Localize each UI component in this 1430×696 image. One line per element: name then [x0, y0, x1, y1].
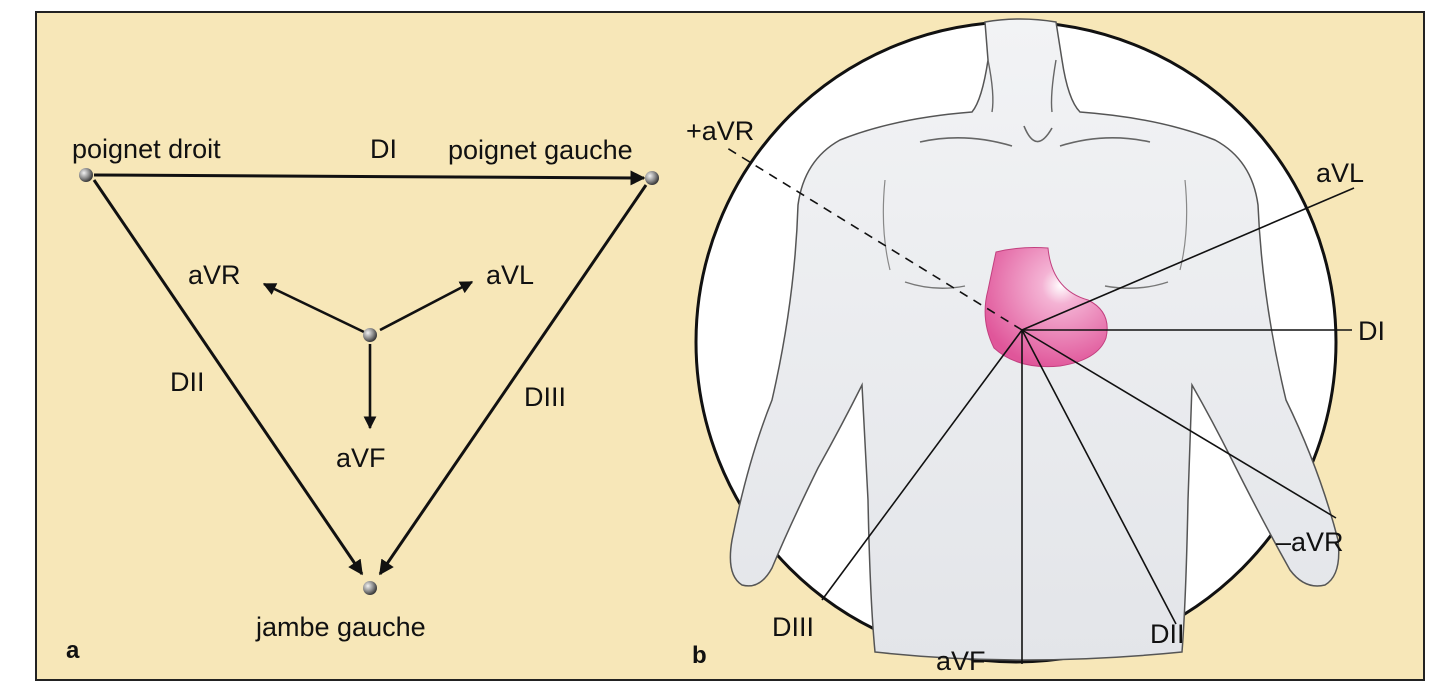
- label-left-leg: jambe gauche: [255, 612, 426, 642]
- panel-b-label: b: [692, 642, 707, 669]
- panel-b: +aVR aVL DI –aVR DII aVF DIII: [686, 18, 1385, 676]
- vector-avr: [262, 282, 365, 334]
- heart-shape: [984, 247, 1108, 368]
- axis-plus-avr: [726, 147, 1023, 331]
- label-diii-b: DIII: [772, 612, 814, 642]
- electrode-right-wrist: [79, 168, 93, 182]
- neck-line-right: [1050, 59, 1057, 113]
- electrode-left-leg: [363, 581, 377, 595]
- label-di: DI: [370, 134, 397, 164]
- neck-line-left: [987, 59, 994, 113]
- electrode-left-wrist: [645, 171, 659, 185]
- sternal-notch: [1023, 125, 1053, 143]
- label-avf: aVF: [336, 443, 386, 473]
- axis-minus-avr: [1021, 329, 1337, 519]
- label-avf-b: aVF: [936, 646, 986, 676]
- lead-dii-line: [92, 179, 364, 576]
- label-dii-b: DII: [1150, 619, 1185, 649]
- label-di-b: DI: [1358, 316, 1385, 346]
- pectoral-left: [904, 281, 966, 289]
- label-avr: aVR: [188, 260, 241, 290]
- panel-a: poignet droit DI poignet gauche aVR aVL …: [66, 134, 659, 664]
- vector-avl: [379, 280, 474, 332]
- label-left-wrist: poignet gauche: [448, 135, 633, 165]
- axis-diii: [821, 329, 1023, 601]
- label-avl-b: aVL: [1316, 158, 1364, 188]
- label-diii: DIII: [524, 382, 566, 412]
- arm-crease-left: [882, 179, 891, 271]
- center-node: [363, 328, 377, 342]
- collarbone-right: [1059, 137, 1151, 147]
- lead-diii-line: [378, 184, 648, 576]
- label-minus-avr: –aVR: [1276, 527, 1344, 557]
- label-avl: aVL: [486, 260, 534, 290]
- label-dii: DII: [170, 367, 205, 397]
- collarbone-left: [919, 137, 1013, 147]
- axis-avl: [1021, 187, 1355, 331]
- label-right-wrist: poignet droit: [72, 134, 221, 164]
- pectoral-right: [1104, 281, 1169, 289]
- lead-di-line: [93, 170, 646, 186]
- label-plus-avr: +aVR: [686, 116, 754, 146]
- panel-a-label: a: [66, 637, 80, 664]
- axis-dii: [1021, 329, 1177, 625]
